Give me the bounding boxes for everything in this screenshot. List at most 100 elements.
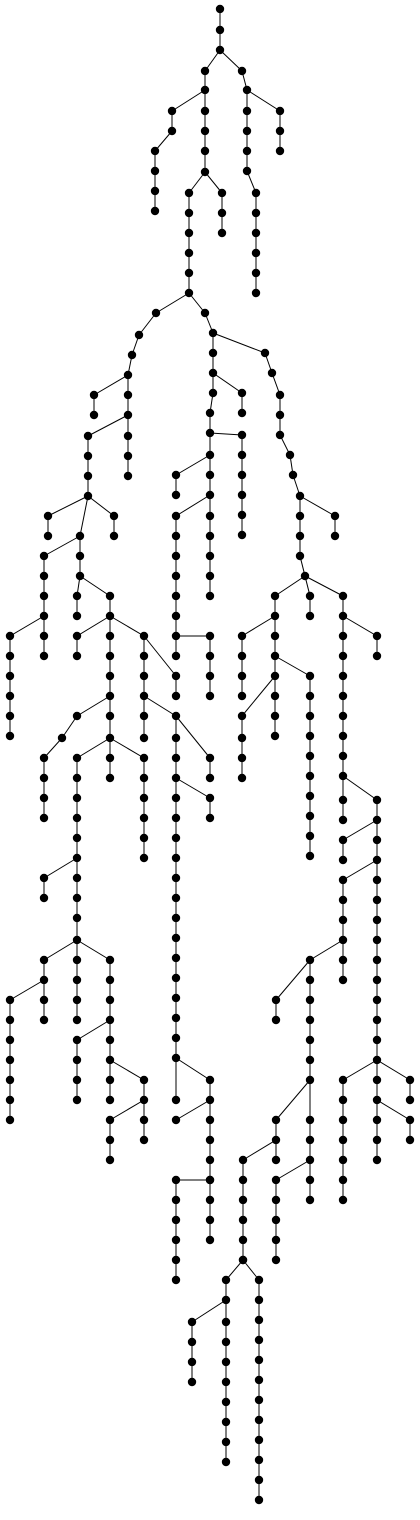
tree-node [254, 1415, 264, 1425]
tree-edge [9, 615, 45, 637]
tree-node [205, 651, 215, 661]
tree-node [171, 470, 181, 480]
tree-node [127, 350, 137, 360]
tree-node [237, 671, 247, 681]
tree-node [270, 671, 280, 681]
tree-node [123, 471, 133, 481]
tree-node [305, 1175, 315, 1185]
tree-node [305, 711, 315, 721]
tree-node [295, 551, 305, 561]
tree-node [205, 408, 215, 418]
tree-node [338, 875, 348, 885]
tree-node [171, 490, 181, 500]
tree-node [295, 511, 305, 521]
tree-node [271, 1135, 281, 1145]
tree-edge [219, 49, 243, 72]
tree-node [171, 873, 181, 883]
tree-node [405, 1115, 415, 1125]
tree-node [237, 711, 247, 721]
tree-node [221, 1437, 231, 1447]
tree-node [171, 773, 181, 783]
tree-node [72, 813, 82, 823]
tree-node [39, 551, 49, 561]
tree-node [372, 975, 382, 985]
tree-node [109, 511, 119, 521]
tree-node [221, 1397, 231, 1407]
tree-node [208, 348, 218, 358]
tree-node [171, 1195, 181, 1205]
tree-node [171, 591, 181, 601]
tree-node [372, 815, 382, 825]
tree-node [89, 390, 99, 400]
tree-node [105, 1035, 115, 1045]
tree-node [208, 368, 218, 378]
tree-edge [143, 635, 177, 677]
tree-node [305, 591, 315, 601]
tree-node [372, 855, 382, 865]
tree-node [184, 208, 194, 218]
tree-node [205, 551, 215, 561]
tree-node [39, 893, 49, 903]
tree-node [237, 66, 247, 76]
tree-node [270, 651, 280, 661]
tree-node [171, 631, 181, 641]
tree-node [215, 25, 225, 35]
tree-node [167, 126, 177, 136]
tree-node [171, 711, 181, 721]
tree-edge [376, 1099, 411, 1121]
tree-node [171, 1275, 181, 1285]
tree-node [200, 85, 210, 95]
tree-node [105, 733, 115, 743]
tree-node [171, 993, 181, 1003]
tree-node [338, 835, 348, 845]
tree-node [205, 631, 215, 641]
tree-node [237, 408, 247, 418]
tree-node [75, 571, 85, 581]
tree-node [242, 85, 252, 95]
tree-node [105, 1095, 115, 1105]
tree-node [171, 691, 181, 701]
tree-node [72, 1035, 82, 1045]
tree-node [330, 511, 340, 521]
tree-node [251, 208, 261, 218]
tree-node [237, 450, 247, 460]
tree-node [372, 651, 382, 661]
tree-node [372, 1115, 382, 1125]
tree-node [139, 853, 149, 863]
tree-node [39, 995, 49, 1005]
tree-node [271, 1155, 281, 1165]
tree-node [205, 470, 215, 480]
tree-node [338, 1155, 348, 1165]
tree-node [72, 753, 82, 763]
tree-node [171, 611, 181, 621]
tree-node [295, 491, 305, 501]
tree-node [72, 873, 82, 883]
tree-node [267, 368, 277, 378]
tree-node [305, 1035, 315, 1045]
tree-node [338, 975, 348, 985]
tree-node [271, 1195, 281, 1205]
tree-node [123, 410, 133, 420]
tree-node [305, 1115, 315, 1125]
tree-node [205, 793, 215, 803]
tree-edge [191, 1299, 227, 1323]
tree-node [139, 1075, 149, 1085]
tree-node [208, 328, 218, 338]
tree-node [338, 955, 348, 965]
tree-node [237, 470, 247, 480]
tree-node [251, 188, 261, 198]
tree-edge [171, 89, 206, 112]
tree-edge [61, 715, 78, 739]
tree-node [372, 1075, 382, 1085]
tree-node [254, 1455, 264, 1465]
tree-node [338, 691, 348, 701]
tree-node [171, 511, 181, 521]
tree-node [171, 671, 181, 681]
tree-node [123, 431, 133, 441]
tree-node [254, 1375, 264, 1385]
tree-node [305, 1015, 315, 1025]
tree-node [205, 531, 215, 541]
tree-node [205, 1235, 215, 1245]
tree-node [171, 793, 181, 803]
tree-node [39, 753, 49, 763]
